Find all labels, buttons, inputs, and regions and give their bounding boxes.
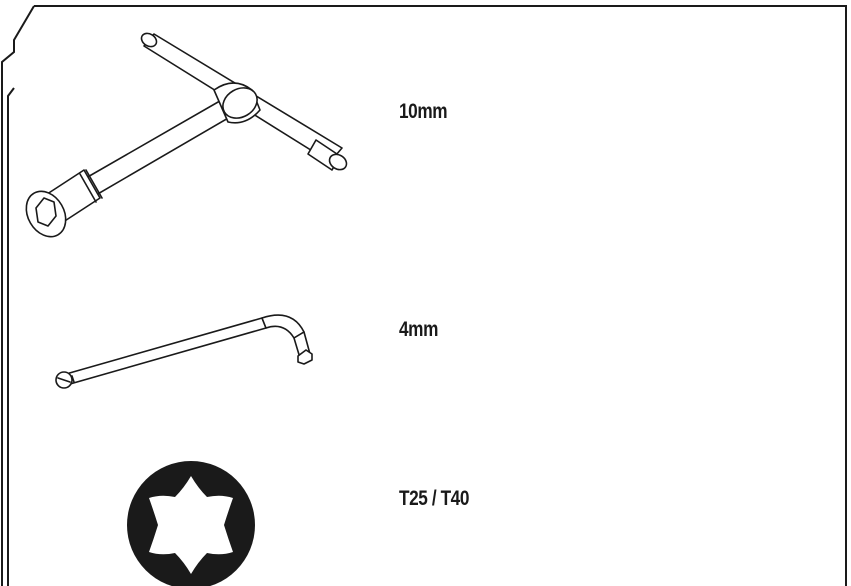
tool-row-hex-key: 4mm: [0, 290, 851, 410]
tool-label-torx: T25 / T40: [399, 487, 470, 510]
hex-allen-key-icon: [55, 314, 313, 389]
tool-label-10mm: 10mm: [399, 100, 448, 123]
torx-star-icon: [127, 461, 255, 586]
tool-row-socket-wrench: 10mm: [0, 0, 851, 260]
tool-row-torx: T25 / T40: [0, 440, 851, 586]
tool-label-4mm: 4mm: [399, 318, 438, 341]
t-handle-socket-wrench-icon: [25, 32, 348, 238]
frame-border: [1, 5, 847, 586]
